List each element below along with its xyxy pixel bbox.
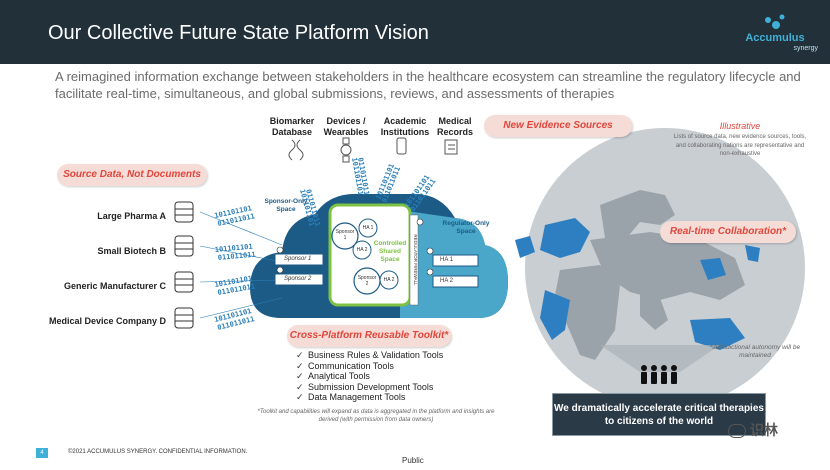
land-china-blue bbox=[700, 258, 726, 280]
source-label-biomarker: Biomarker Database bbox=[269, 116, 315, 137]
toolkit-list: ✓Business Rules & Validation Tools ✓Comm… bbox=[296, 350, 443, 403]
page-number: 4 bbox=[36, 448, 48, 458]
shared-ha1-circle bbox=[358, 218, 378, 238]
toolkit-note: *Toolkit and capabilities will expand as… bbox=[257, 409, 495, 423]
company-b: Small Biotech B bbox=[97, 246, 166, 256]
logo-mark-icon bbox=[765, 14, 785, 29]
database-icon-a bbox=[174, 201, 194, 223]
shared-ha2a-circle bbox=[352, 240, 372, 260]
company-c: Generic Manufacturer C bbox=[63, 281, 166, 291]
sponsor1-label: Sponsor 1 bbox=[284, 256, 312, 262]
toolkit-item: ✓Data Management Tools bbox=[296, 392, 406, 402]
spotlight-beam bbox=[600, 345, 720, 372]
database-icon-c bbox=[174, 271, 194, 293]
land-australia-blue bbox=[690, 318, 745, 350]
shared-ha2b-label: HA 2 bbox=[383, 277, 395, 283]
ha2-label: HA 2 bbox=[440, 278, 454, 284]
illustrative-note: Lists of source data, new evidence sourc… bbox=[673, 134, 807, 157]
company-binary: 101101101 011011011 101101101 011011011 … bbox=[214, 204, 256, 332]
sponsor-space-label: Sponsor-Only Space bbox=[264, 198, 308, 213]
toolkit-item: ✓Analytical Tools bbox=[296, 371, 370, 381]
land-europe-blue bbox=[540, 218, 590, 258]
sponsor-only-boxes bbox=[274, 246, 324, 286]
page-title: Our Collective Future State Platform Vis… bbox=[48, 22, 429, 44]
classification-label: Public bbox=[402, 456, 424, 465]
accelerate-banner: We dramatically accelerate critical ther… bbox=[552, 393, 766, 436]
land-uk-blue bbox=[515, 236, 535, 258]
lock-icon-5 bbox=[416, 218, 424, 226]
logo: Accumulus synergy bbox=[730, 12, 820, 58]
wechat-icon bbox=[728, 424, 746, 439]
people-icon bbox=[641, 365, 677, 384]
jurisdiction-note: *Jurisdictional autonomy will be maintai… bbox=[709, 344, 801, 359]
copyright: ©2021 ACCUMULUS SYNERGY. CONFIDENTIAL IN… bbox=[68, 449, 248, 455]
subtitle: A reimagined information exchange betwee… bbox=[55, 69, 801, 101]
source-label-academic: Academic Institutions bbox=[380, 116, 430, 137]
source-label-devices: Devices / Wearables bbox=[323, 116, 369, 137]
land-japan-blue bbox=[745, 245, 760, 262]
land-africa bbox=[555, 265, 620, 360]
pill-toolkit: Cross-Platform Reusable Toolkit* bbox=[287, 325, 451, 347]
regulator-only-boxes bbox=[416, 218, 479, 288]
toolkit-item: ✓Submission Development Tools bbox=[296, 381, 434, 392]
header-bar: Our Collective Future State Platform Vis… bbox=[0, 0, 830, 64]
dna-icon bbox=[288, 139, 304, 161]
company-a: Large Pharma A bbox=[97, 211, 166, 221]
shared-sponsor1-circle bbox=[331, 222, 359, 250]
phone-icon bbox=[396, 137, 407, 155]
source-icons bbox=[288, 137, 458, 163]
shared-space-label: Controlled Shared Space bbox=[373, 240, 407, 263]
lock-icon-4 bbox=[426, 268, 434, 276]
firewall-label: REGULATOR FIREWALL bbox=[413, 234, 418, 286]
logo-name: Accumulus bbox=[745, 32, 805, 44]
sponsor2-box bbox=[274, 273, 324, 286]
records-icon bbox=[444, 139, 458, 155]
land-asia bbox=[590, 232, 745, 300]
lock-icon-2 bbox=[276, 266, 284, 274]
ha1-label: HA 1 bbox=[440, 257, 454, 263]
ha2-box bbox=[432, 275, 479, 288]
logo-sub: synergy bbox=[793, 45, 818, 52]
land-india bbox=[640, 290, 668, 330]
database-icon-b bbox=[174, 235, 194, 257]
check-icon: ✓ bbox=[296, 360, 304, 371]
check-icon: ✓ bbox=[296, 371, 304, 381]
regulator-space-label: Regulator-Only Space bbox=[442, 220, 490, 235]
land-brazil-blue bbox=[540, 290, 570, 340]
shared-circles bbox=[331, 218, 399, 295]
pill-new-evidence: New Evidence Sources bbox=[484, 115, 632, 137]
toolkit-item: ✓Business Rules & Validation Tools bbox=[296, 350, 444, 360]
shared-sponsor2-label: Sponsor 2 bbox=[357, 275, 377, 287]
company-connectors bbox=[199, 211, 283, 319]
sponsor1-box bbox=[274, 253, 324, 266]
sponsor2-label: Sponsor 2 bbox=[284, 276, 312, 282]
watermark: 识林 bbox=[728, 420, 778, 440]
shared-ha1-label: HA 1 bbox=[362, 225, 374, 231]
illustrative-title: Illustrative bbox=[719, 121, 761, 131]
check-icon: ✓ bbox=[296, 392, 304, 402]
svg-text:011011011: 011011011 bbox=[217, 251, 255, 262]
source-label-medical: Medical Records bbox=[436, 116, 473, 137]
database-icons bbox=[174, 201, 194, 329]
company-d: Medical Device Company D bbox=[48, 316, 166, 326]
pill-realtime: Real-time Collaboration* bbox=[660, 221, 796, 243]
svg-text:101101101: 101101101 bbox=[214, 243, 252, 254]
toolkit-item: ✓Communication Tools bbox=[296, 360, 394, 371]
shared-ha2b-circle bbox=[379, 270, 399, 290]
world-globe bbox=[515, 128, 805, 408]
watch-icon bbox=[340, 137, 352, 163]
check-icon: ✓ bbox=[296, 350, 304, 360]
check-icon: ✓ bbox=[296, 381, 304, 392]
shared-sponsor1-label: Sponsor 1 bbox=[335, 229, 355, 241]
land-north bbox=[600, 190, 675, 240]
lock-icon-3 bbox=[426, 247, 434, 255]
database-icon-d bbox=[174, 307, 194, 329]
regulator-firewall-bar bbox=[409, 214, 419, 306]
ha1-box bbox=[432, 254, 479, 267]
lock-icon-1 bbox=[276, 246, 284, 254]
pill-source-data: Source Data, Not Documents bbox=[57, 164, 207, 186]
shared-ha2a-label: HA 2 bbox=[356, 247, 368, 253]
